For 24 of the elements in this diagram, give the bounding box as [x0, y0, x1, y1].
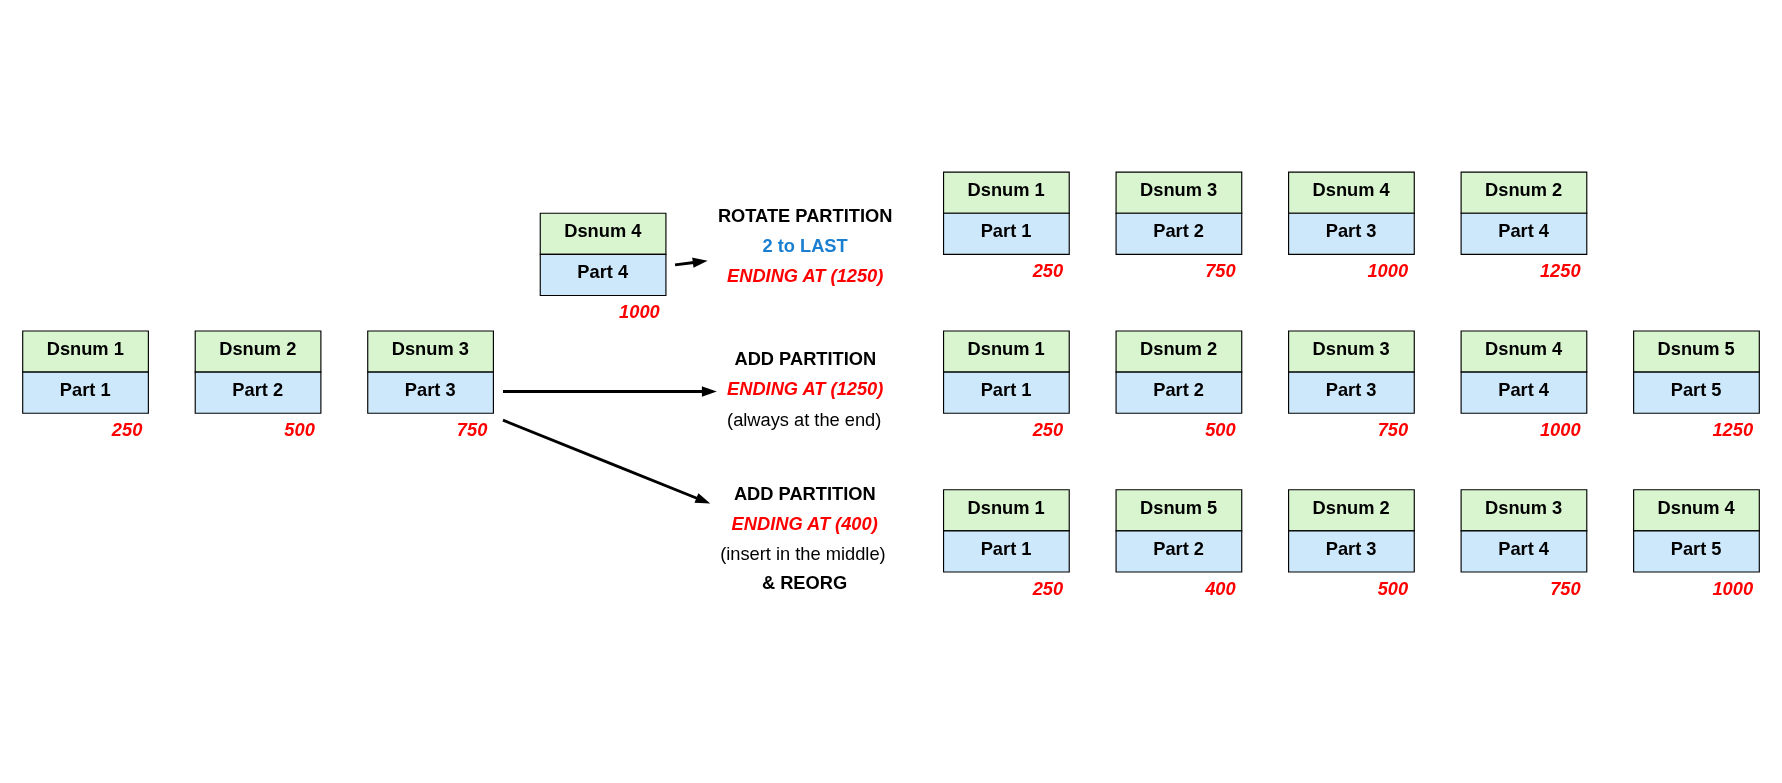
node-label: 1250 [1539, 260, 1581, 282]
node-label: 500 [1205, 418, 1236, 440]
node-label: 1000 [1367, 260, 1409, 282]
node-label: 400 [1205, 577, 1236, 599]
node-label: 750 [456, 418, 488, 440]
node-label: 250 [1032, 577, 1064, 599]
node-text: ADD PARTITION ENDING AT (400) (insert in the middle) & REORG [720, 482, 886, 593]
node-label: 500 [284, 418, 315, 440]
node-label: 750 [1205, 260, 1236, 282]
arrow [502, 418, 711, 504]
node-label: 250 [111, 418, 143, 440]
node-label: 1000 [1539, 418, 1581, 440]
node-label: 250 [1032, 418, 1064, 440]
node-label: 1250 [1712, 418, 1754, 440]
node-label: 500 [1377, 577, 1409, 599]
node-label: 1000 [619, 301, 660, 323]
node-label: 750 [1550, 577, 1581, 599]
node-label: 1000 [1712, 577, 1754, 599]
node-label: 750 [1377, 418, 1409, 440]
node-text: ROTATE PARTITION 2 to LAST ENDING AT (1250) [717, 205, 893, 286]
node-text: ADD PARTITION ENDING AT (1250) (always at the end) [727, 347, 884, 430]
arrow [502, 386, 717, 397]
node-label: 250 [1032, 260, 1064, 282]
arrow [674, 257, 708, 268]
